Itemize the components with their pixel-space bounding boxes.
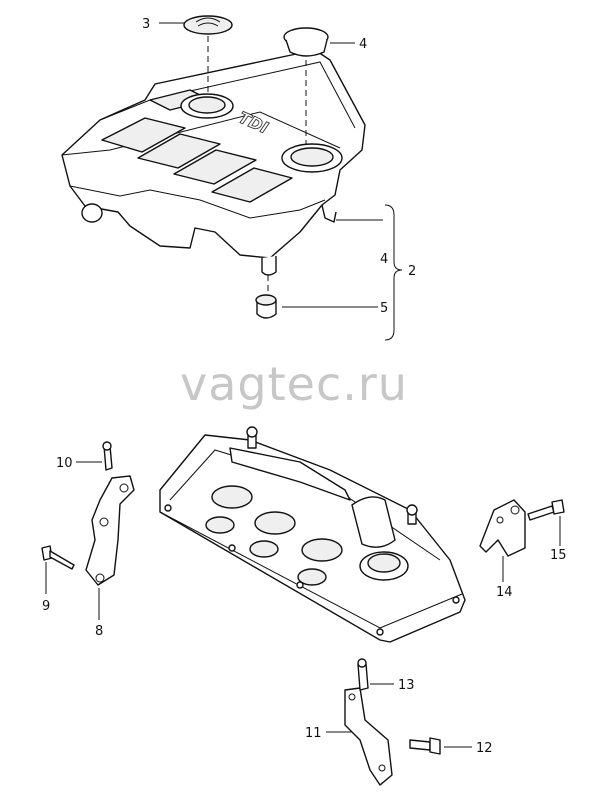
callout-11: 11 (305, 726, 322, 741)
cylinder-head-cover (159, 426, 466, 643)
callout-9: 9 (42, 599, 50, 614)
bolt-10 (102, 441, 113, 471)
callout-13: 13 (398, 678, 415, 693)
callout-8: 8 (95, 624, 103, 639)
callout-3: 3 (142, 17, 150, 32)
bolt-15 (527, 499, 565, 521)
bolt-13 (357, 658, 369, 691)
watermark: vagtec.ru (180, 357, 408, 411)
cover-grommet (283, 27, 329, 57)
callout-14: 14 (496, 585, 513, 600)
bracket-left (85, 475, 135, 586)
bracket-right (479, 499, 526, 557)
callout-4-cover: 4 (380, 252, 388, 267)
bracket-lower (344, 687, 393, 786)
callout-15: 15 (550, 548, 567, 563)
engine-cover (61, 49, 366, 276)
rubber-mount (255, 294, 277, 319)
group-bracket (384, 204, 403, 341)
callout-2: 2 (408, 264, 416, 279)
cover-cap-emblem (183, 15, 233, 35)
callout-12: 12 (476, 741, 493, 756)
bolt-12 (409, 737, 441, 755)
bolt-9 (41, 545, 75, 570)
callout-4-grommet: 4 (359, 37, 367, 52)
callout-10: 10 (56, 456, 73, 471)
callout-5: 5 (380, 301, 388, 316)
